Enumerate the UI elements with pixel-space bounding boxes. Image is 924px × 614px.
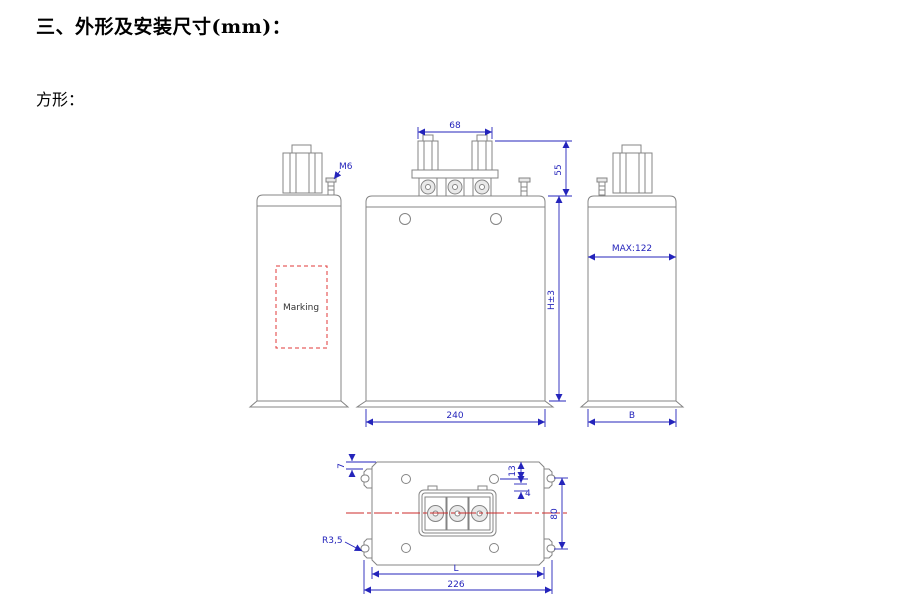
dim-68: 68: [417, 121, 493, 139]
body-height-label: H±3: [547, 290, 557, 310]
base: [355, 400, 555, 408]
marking-label: Marking: [283, 303, 319, 313]
mount-slot: [546, 474, 556, 483]
hole-offset-label: 13: [508, 465, 518, 476]
dim-depth-B: B: [587, 409, 677, 427]
lid-screw: [490, 213, 502, 225]
corner-radius-label: R3,5: [322, 536, 343, 546]
screw-hole: [489, 474, 499, 484]
dim-226: 226: [363, 560, 553, 594]
terminal-width-label: 68: [449, 121, 461, 131]
terminal-block: [612, 152, 653, 194]
overall-width-label: 226: [447, 580, 464, 590]
page-title: 三、外形及安装尺寸(mm)：: [36, 16, 292, 38]
dim-L: L: [371, 564, 545, 579]
edge-offset-label: 7: [337, 463, 347, 469]
dim-80: 80: [550, 477, 568, 550]
screw-hole: [401, 474, 411, 484]
dim-r35: R3,5: [322, 536, 363, 552]
body-width-label: 240: [446, 411, 463, 421]
dim-55: 55: [495, 140, 572, 197]
mount-slot: [360, 544, 370, 553]
ground-bolt: [596, 177, 608, 183]
terminal-post: [471, 140, 493, 171]
base: [579, 400, 685, 408]
dim-240: 240: [365, 409, 546, 427]
side-view-right: [579, 144, 685, 408]
mount-height-label: 80: [550, 508, 560, 520]
capacitor-body: [587, 195, 677, 402]
ground-bolt: [518, 177, 531, 183]
terminal-bar: [411, 169, 499, 179]
terminal-post: [417, 140, 439, 171]
mount-slot: [546, 544, 556, 553]
max-depth-label: MAX:122: [612, 244, 652, 254]
dim-4: 4: [514, 475, 531, 500]
screw-hole: [401, 543, 411, 553]
lid-screw: [399, 213, 411, 225]
front-view: [355, 134, 555, 408]
base: [248, 400, 350, 408]
terminal-cap: [291, 144, 312, 154]
bottom-view: [346, 461, 570, 566]
dim-7: 7: [337, 453, 376, 478]
dim-max-depth: MAX:122: [588, 244, 676, 261]
screw-hole: [489, 543, 499, 553]
mount-slot: [360, 474, 370, 483]
terminal-height-label: 55: [554, 164, 564, 175]
capacitor-body: [256, 194, 342, 402]
terminal-cap: [621, 144, 642, 154]
depth-label: B: [629, 411, 635, 421]
marking-area: [275, 265, 328, 349]
side-view-left: Marking: [248, 144, 350, 408]
hole-diameter-label: 4: [525, 489, 531, 499]
capacitor-body: [365, 195, 546, 402]
m6-label: M6: [339, 162, 353, 172]
dim-m6: M6: [333, 162, 353, 180]
mount-width-label: L: [453, 564, 458, 574]
shape-type-label: 方形：: [36, 90, 85, 109]
dim-H: H±3: [547, 196, 566, 402]
terminal-block: [282, 152, 323, 194]
